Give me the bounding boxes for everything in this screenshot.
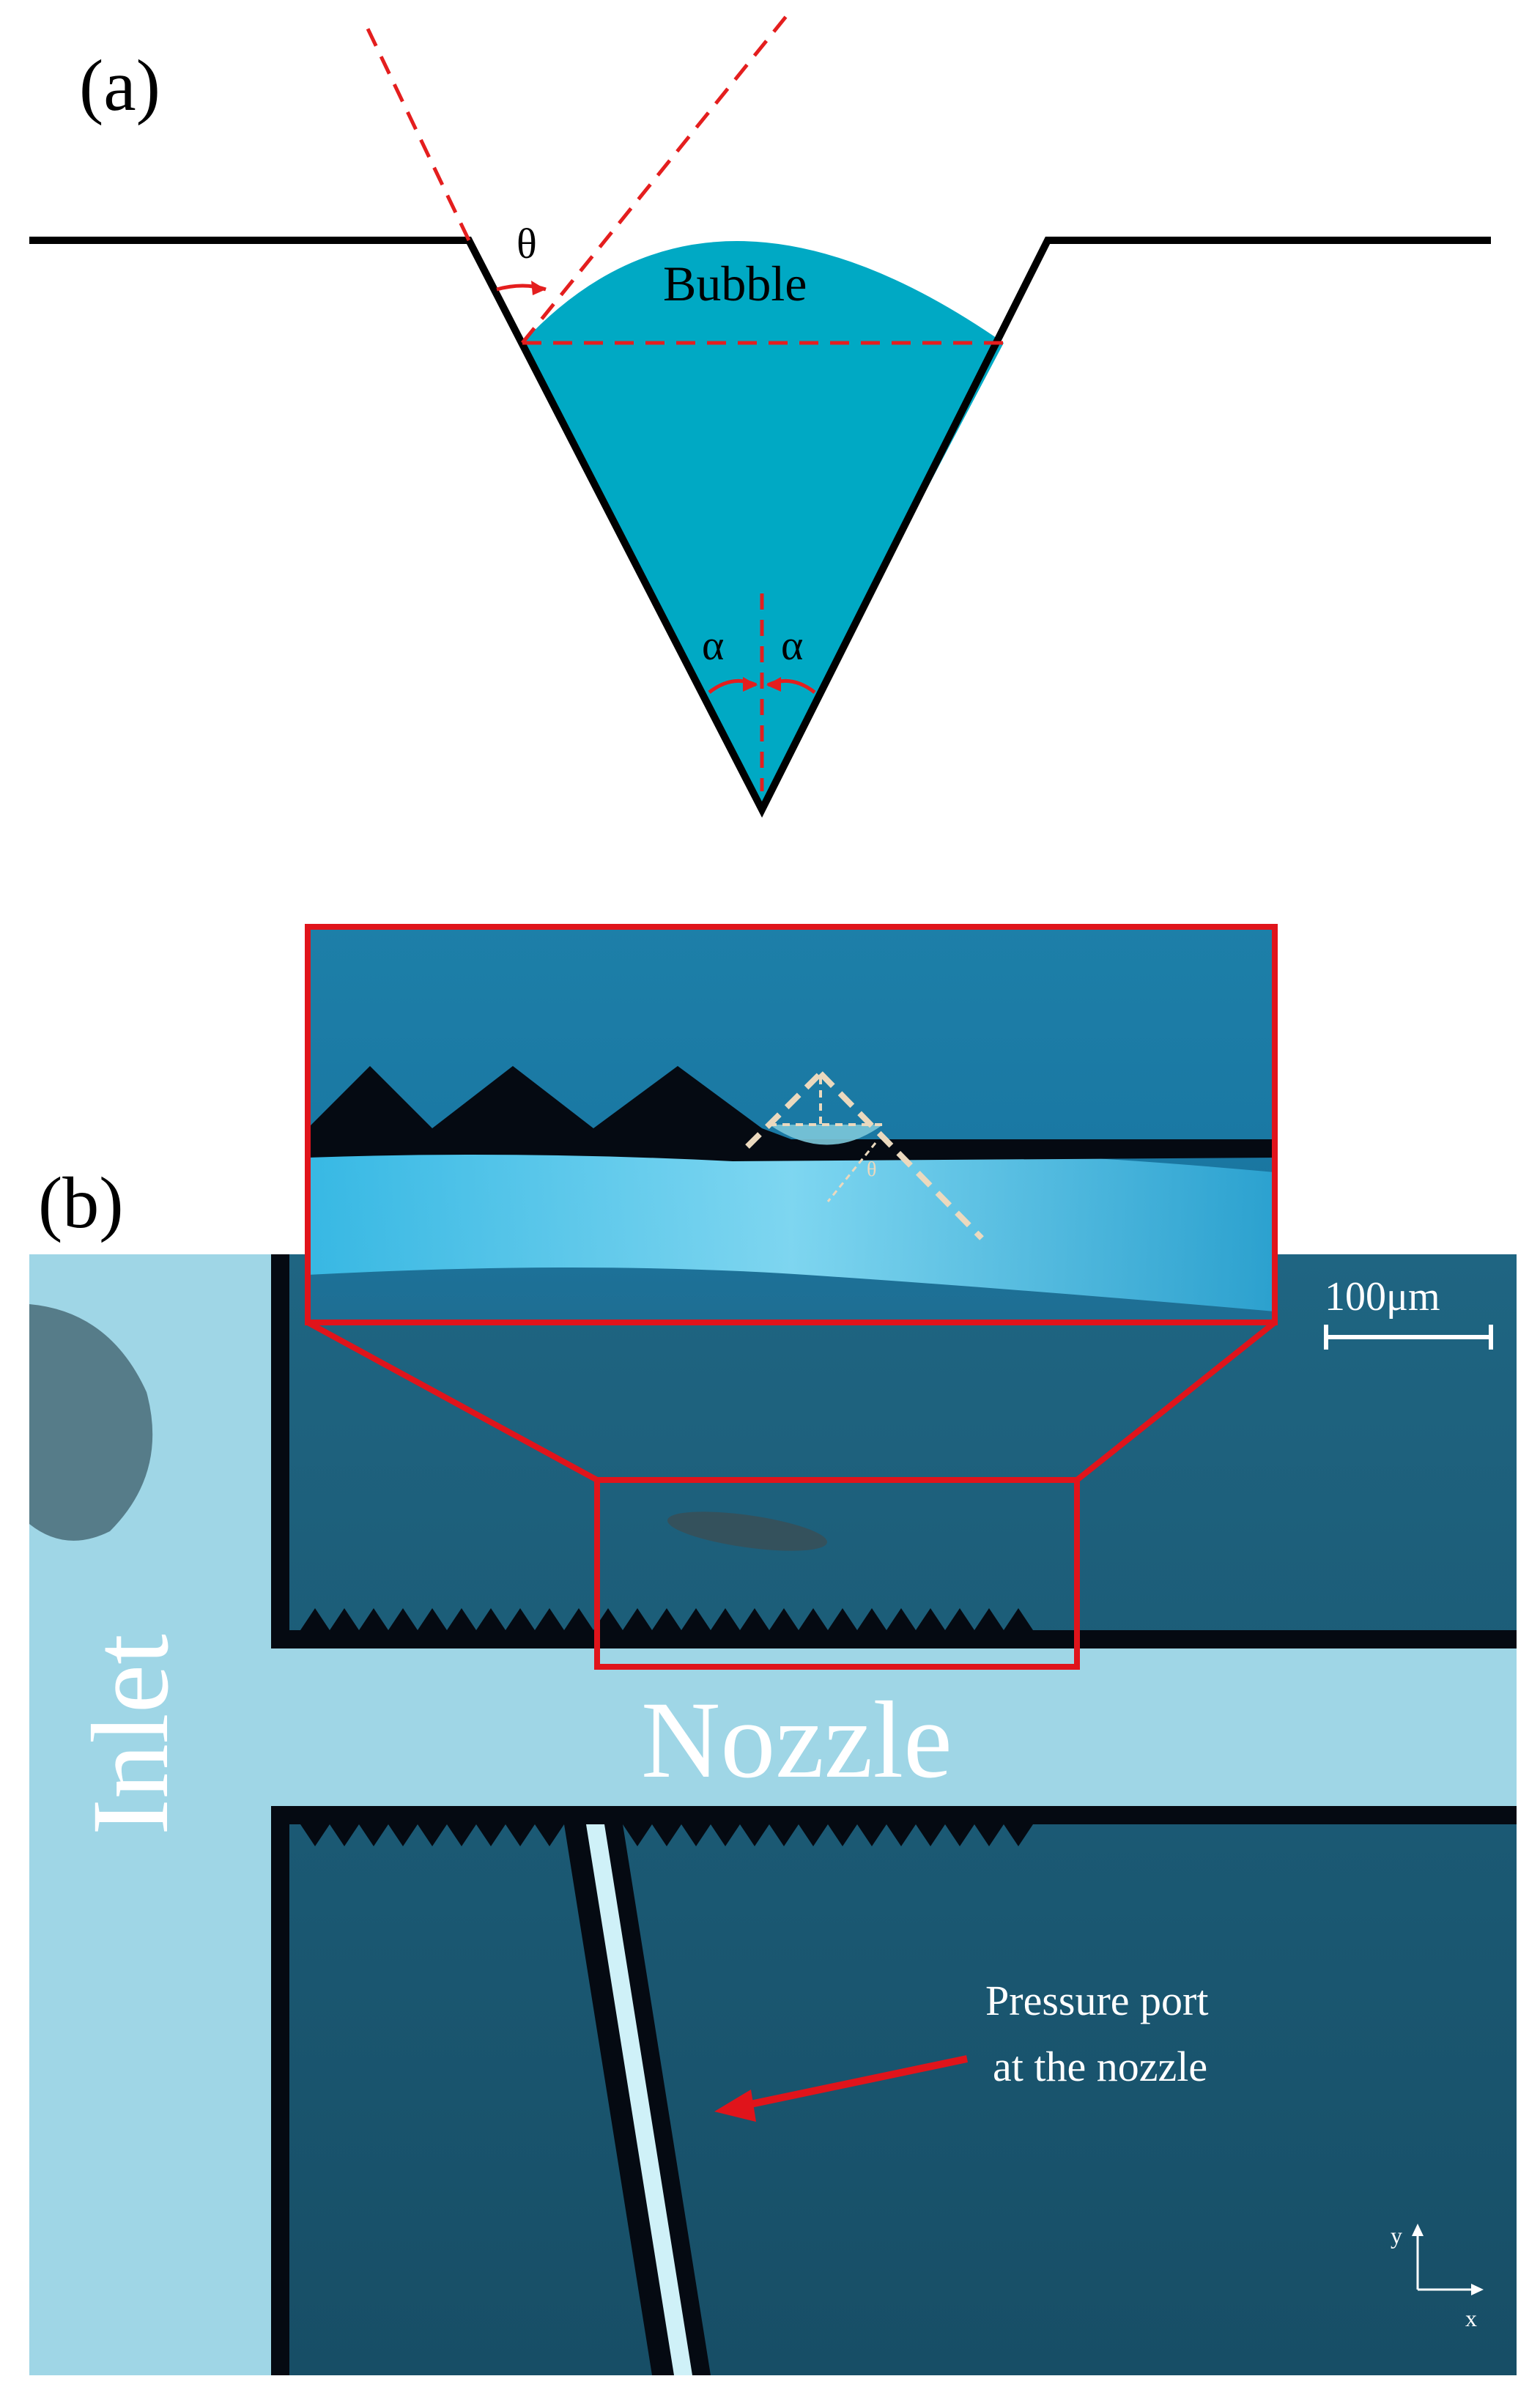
bubble-region	[522, 241, 1004, 802]
alpha-right-arrowhead	[766, 677, 781, 692]
zoom-connector-right	[1075, 1320, 1277, 1483]
lower-sawtooth	[300, 1824, 1033, 1846]
pressure-port-label-line2: at the nozzle	[993, 2043, 1207, 2090]
inlet-dark-blot	[29, 1304, 153, 1541]
pressure-port-arrowhead	[714, 2090, 756, 2122]
panel-a-label: (a)	[79, 45, 160, 126]
alpha-left-arrowhead	[743, 677, 758, 692]
pressure-port-arrow-shaft	[738, 2055, 969, 2110]
panel-a-schematic: (a) θ Bubble α α	[29, 13, 1491, 818]
bubble-streak	[667, 1511, 827, 1551]
axis-x-label: x	[1465, 2305, 1477, 2331]
axis-y-label: y	[1391, 2222, 1402, 2249]
nozzle-label: Nozzle	[641, 1679, 952, 1801]
inlet-label: Inlet	[70, 1634, 191, 1835]
wall-extension-line	[364, 24, 471, 242]
bubble-label: Bubble	[663, 256, 807, 311]
pressure-port-label-line1: Pressure port	[985, 1977, 1208, 2024]
inset-sawtooth-wall	[308, 1066, 1275, 1161]
inlet-channel	[29, 1254, 1517, 2375]
contact-tangent-line	[521, 13, 789, 344]
zoom-connector-left	[306, 1320, 599, 1483]
axis-x-arrowhead	[1471, 2284, 1484, 2295]
panel-b-micrograph: (b)	[29, 924, 1517, 2375]
theta-symbol: θ	[517, 220, 537, 267]
zoom-inset-frame	[305, 924, 1278, 1325]
zoom-inset: θ	[308, 927, 1275, 1322]
groove-walls	[29, 237, 1491, 818]
axis-y-arrowhead	[1412, 2224, 1424, 2236]
pressure-port-channel	[586, 1824, 692, 2375]
inset-theta-symbol: θ	[867, 1158, 876, 1181]
alpha-right-symbol: α	[781, 621, 803, 669]
upper-sawtooth	[300, 1608, 1033, 1630]
panel-b-label: (b)	[38, 1162, 124, 1243]
alpha-left-symbol: α	[702, 621, 724, 669]
inset-bubble	[769, 1125, 883, 1145]
zoom-region-box	[594, 1477, 1080, 1670]
scale-bar-label: 100μm	[1325, 1274, 1440, 1320]
theta-arrowhead	[531, 281, 546, 295]
